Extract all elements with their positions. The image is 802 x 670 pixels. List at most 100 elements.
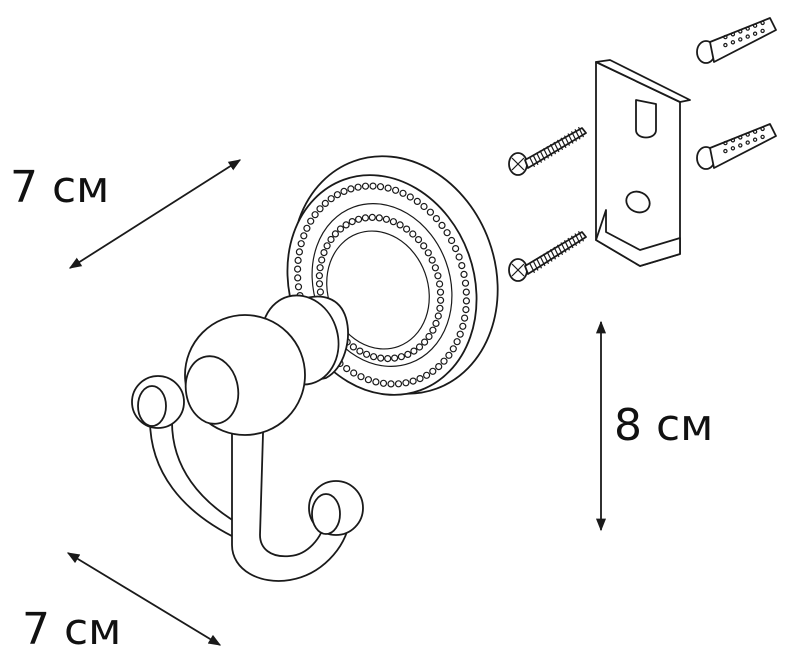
bead — [435, 363, 443, 371]
anchor-rib — [723, 148, 728, 154]
mounting-bracket — [595, 59, 691, 267]
bead — [356, 347, 364, 355]
width-dimension-label: 7 см — [22, 604, 122, 655]
bead — [294, 256, 302, 264]
bead — [387, 380, 395, 388]
bead — [333, 191, 341, 199]
outer-bead-ring — [294, 182, 470, 388]
bead — [437, 296, 445, 304]
bead — [355, 215, 363, 223]
anchor-rib — [730, 40, 736, 45]
screw-thread — [574, 129, 581, 140]
bead — [432, 215, 440, 223]
double-hook — [131, 314, 364, 582]
bead — [431, 264, 439, 272]
bead — [323, 242, 331, 250]
bead — [297, 240, 305, 248]
bead — [316, 205, 324, 213]
bead — [402, 379, 410, 387]
anchor-rib — [752, 23, 758, 28]
anchor-rib — [760, 28, 765, 34]
anchor-rib — [730, 146, 736, 151]
bead — [382, 215, 390, 223]
anchor-rib — [745, 132, 750, 137]
bead — [448, 236, 456, 245]
bead — [316, 288, 324, 296]
anchor-rib — [745, 140, 750, 145]
depth-dimension-arrow — [68, 159, 242, 269]
bead — [455, 253, 463, 261]
screw-thread — [549, 249, 557, 260]
bead — [377, 354, 385, 362]
screw-thread — [549, 143, 557, 155]
screw-thread — [539, 255, 546, 267]
bead — [443, 229, 451, 237]
bead — [416, 375, 424, 383]
bead — [456, 330, 464, 338]
anchor-rib — [723, 140, 728, 146]
bead — [421, 338, 429, 346]
bead — [438, 221, 446, 229]
bead — [294, 283, 303, 291]
screw-thread — [556, 244, 564, 256]
bead — [409, 377, 417, 385]
bead — [426, 208, 434, 216]
bead — [349, 343, 357, 351]
bead — [394, 380, 403, 388]
bead — [413, 197, 421, 205]
screw-thread — [535, 152, 543, 163]
bead — [391, 354, 399, 362]
screw-thread — [567, 133, 574, 144]
bead — [354, 183, 362, 191]
bead — [368, 213, 376, 221]
screw-thread — [567, 237, 574, 249]
screw-thread — [532, 260, 539, 271]
bead — [376, 183, 385, 191]
bead — [389, 218, 397, 226]
bead — [316, 264, 324, 272]
screw-thread — [563, 135, 571, 146]
bead — [336, 225, 345, 233]
bead — [415, 343, 424, 351]
bead — [403, 225, 411, 233]
screw-thread — [577, 231, 585, 242]
bead — [414, 236, 423, 244]
bead — [321, 199, 329, 207]
bead — [397, 353, 405, 361]
bead — [372, 378, 380, 386]
screw-thread — [535, 258, 543, 269]
anchor-rib — [745, 26, 750, 31]
anchor-rib — [730, 138, 736, 143]
bead — [384, 184, 392, 192]
screw-bottom — [508, 231, 587, 282]
bead — [460, 270, 468, 278]
bead — [423, 371, 431, 379]
bead — [420, 202, 428, 211]
anchor-rib — [760, 126, 765, 132]
bead — [343, 365, 351, 373]
bead — [399, 189, 407, 197]
screw-thread — [563, 240, 571, 251]
bead — [436, 280, 444, 288]
bead — [295, 248, 303, 256]
screw-thread — [542, 148, 550, 159]
bead — [436, 288, 445, 296]
bead — [303, 224, 311, 232]
screw-thread — [546, 251, 553, 262]
screw-thread — [553, 141, 560, 153]
bead — [459, 322, 467, 330]
bead — [434, 272, 442, 280]
bead — [375, 214, 383, 222]
anchor-rib — [752, 129, 758, 134]
anchor-rib — [752, 31, 758, 36]
anchor-rib — [760, 20, 765, 26]
bead — [327, 235, 335, 244]
screw-thread — [553, 246, 560, 258]
bead — [449, 345, 457, 353]
bead — [315, 272, 323, 280]
bead — [462, 297, 470, 305]
anchor-rib — [723, 42, 728, 48]
screw-top — [508, 126, 587, 176]
bead — [409, 230, 417, 238]
